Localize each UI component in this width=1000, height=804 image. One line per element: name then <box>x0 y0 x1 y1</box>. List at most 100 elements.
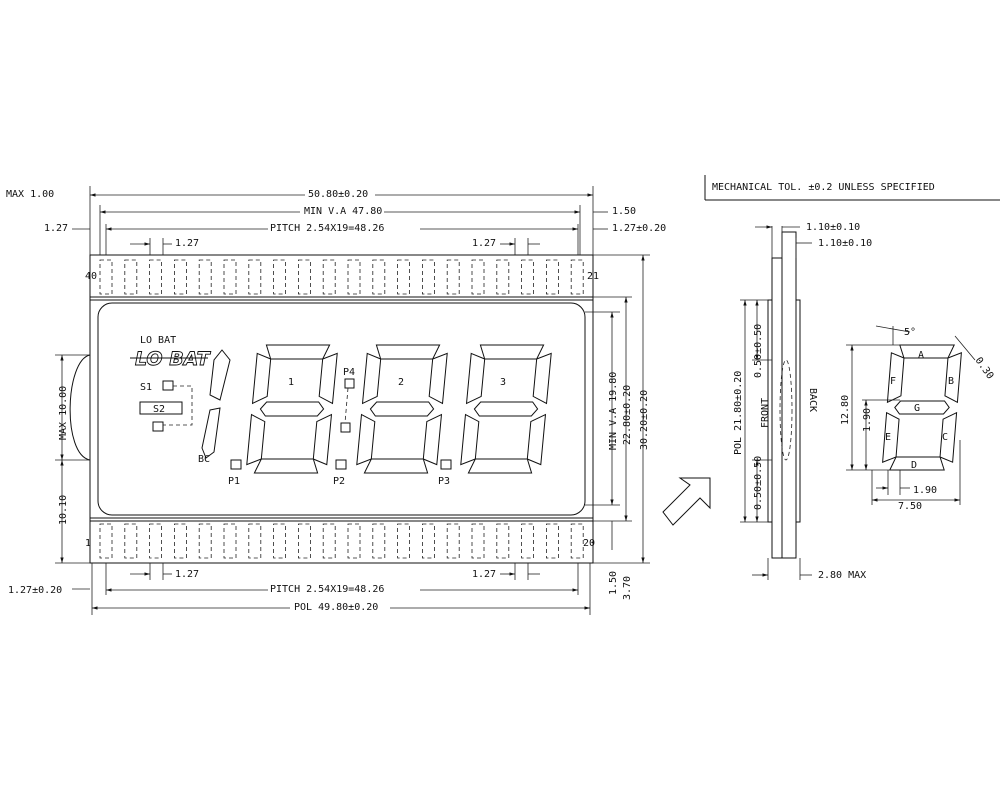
detail-segment-g <box>894 400 950 415</box>
digit-3 <box>460 344 552 474</box>
digit2-segment-c <box>422 413 443 466</box>
bottom-pin-spacing-right-dim: 1.27 <box>472 569 496 580</box>
top-pin-16 <box>471 259 485 295</box>
top-pin-20 <box>570 259 584 295</box>
digit-2 <box>356 344 448 474</box>
digit1-segment-a <box>265 344 331 360</box>
bottom-pin-5 <box>198 523 212 559</box>
bottom-pin-15 <box>446 523 460 559</box>
detail-segment-e <box>882 411 900 463</box>
top-pin-8 <box>273 259 287 295</box>
bottom-pin-10 <box>322 523 336 559</box>
top-pin-9 <box>297 259 311 295</box>
digit3-segment-f <box>465 352 486 405</box>
colon-p4-lower <box>340 422 351 433</box>
leading-one-upper-segment <box>209 349 231 401</box>
bottom-pin-14 <box>421 523 435 559</box>
p2-label: P2 <box>333 476 345 487</box>
side-back-glass <box>781 231 797 559</box>
top-pin-1 <box>99 259 113 295</box>
s1-label: S1 <box>140 382 152 393</box>
seg-f-label: F <box>890 376 896 387</box>
digit3-segment-g <box>473 401 539 417</box>
detail-segment-f <box>886 352 905 404</box>
top-pin-6 <box>223 259 237 295</box>
top-pins <box>99 259 584 295</box>
top-pin-7 <box>248 259 262 295</box>
bottom-pin-spacing-left-dim: 1.27 <box>175 569 199 580</box>
bottom-pitch-dim: PITCH 2.54X19=48.26 <box>270 584 384 595</box>
detail-seg-thickness-dim: 1.90 <box>913 485 937 496</box>
right-dimensions: MIN V.A 19.80 22.80±0.20 30.20±0.20 1.50… <box>585 254 650 600</box>
digit2-segment-e <box>356 413 376 466</box>
min-va-height-dim: MIN V.A 19.80 <box>608 372 619 450</box>
tolerance-note: MECHANICAL TOL. ±0.2 UNLESS SPECIFIED <box>704 175 1000 201</box>
side-front-glass <box>771 257 783 559</box>
view-direction-arrow <box>662 477 711 526</box>
pin-21-label: 21 <box>587 271 599 282</box>
top-pin-3 <box>149 259 163 295</box>
pin-1-label: 1 <box>85 538 91 549</box>
top-pin-12 <box>372 259 386 295</box>
bc-label: BC <box>198 454 210 465</box>
inner-height-dim: 22.80±0.20 <box>622 385 633 445</box>
seg-a-label: A <box>918 350 924 361</box>
digit2-segment-f <box>361 352 382 405</box>
symbol-s1-box <box>162 380 174 391</box>
seg-g-label: G <box>914 403 920 414</box>
bottom-pin-11 <box>347 523 361 559</box>
top-pin-strip <box>89 254 594 298</box>
detail-segment-a <box>899 344 955 359</box>
top-pin-14 <box>421 259 435 295</box>
digit1-segment-d <box>253 458 319 474</box>
detail-height-dim: 12.80 <box>840 395 851 425</box>
max-thickness-dim: MAX 1.00 <box>6 189 54 200</box>
pin-spacing-left-dim: 1.27 <box>175 238 199 249</box>
digit3-segment-a <box>479 344 545 360</box>
bottom-pin-6 <box>223 523 237 559</box>
detail-half-height-dim: 1.90 <box>862 408 873 432</box>
lo-bat-segment-text: LO BAT <box>135 348 212 370</box>
bottom-pin-20 <box>570 523 584 559</box>
side-top-a-dim: 1.10±0.10 <box>806 222 860 233</box>
bottom-pin-19 <box>546 523 559 559</box>
digit-2-label: 2 <box>398 377 404 388</box>
top-pin-18 <box>521 259 534 295</box>
detail-width-dim: 7.50 <box>898 501 922 512</box>
side-back-polarizer <box>795 299 801 523</box>
side-pol-height-dim: POL 21.80±0.20 <box>733 371 744 455</box>
pin-40-label: 40 <box>85 271 97 282</box>
bottom-pin-17 <box>496 523 510 559</box>
bottom-pins <box>99 523 584 559</box>
overall-width-dim: 50.80±0.20 <box>308 189 368 200</box>
detail-segment-d <box>889 456 945 471</box>
digit2-segment-g <box>369 401 435 417</box>
bottom-left-offset-dim: 1.27±0.20 <box>8 585 62 596</box>
bottom-offset-b-dim: 3.70 <box>622 576 633 600</box>
symbol-s3-box <box>152 421 164 432</box>
top-pin-5 <box>198 259 212 295</box>
bottom-pin-12 <box>372 523 386 559</box>
bottom-offset-a-dim: 1.50 <box>608 571 619 595</box>
seg-e-label: E <box>885 432 891 443</box>
top-pin-2 <box>124 259 138 295</box>
digit-3-label: 3 <box>500 377 506 388</box>
side-top-b-dim: 1.10±0.10 <box>818 238 872 249</box>
bottom-pin-18 <box>521 523 534 559</box>
seg-b-label: B <box>948 376 954 387</box>
s2-label: S2 <box>153 404 165 415</box>
symbol-s2-box <box>139 401 183 415</box>
max-height-dim: MAX 10.00 <box>58 386 69 440</box>
top-pin-19 <box>546 259 559 295</box>
side-front-polarizer <box>767 299 773 523</box>
top-pin-10 <box>322 259 336 295</box>
digit3-segment-e <box>460 413 480 466</box>
digit3-segment-d <box>467 458 533 474</box>
side-lower-offset-dim: 0.50±0.50 <box>753 456 764 510</box>
top-pin-17 <box>496 259 510 295</box>
bottom-pin-13 <box>397 523 411 559</box>
bottom-pin-3 <box>149 523 163 559</box>
digit1-segment-b <box>318 352 338 405</box>
